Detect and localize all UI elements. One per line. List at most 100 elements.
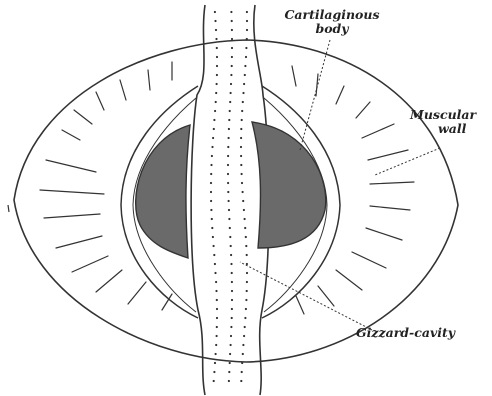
- tube-dot: [212, 236, 214, 238]
- tube-dot: [244, 74, 246, 76]
- tube-dot: [231, 290, 233, 292]
- leader-gizzard-cavity: [240, 262, 372, 330]
- tube-dot: [214, 11, 216, 13]
- tube-dot: [229, 236, 231, 238]
- tube-dot: [215, 353, 217, 355]
- tube-dot: [244, 317, 246, 319]
- tube-dot: [241, 110, 243, 112]
- tube-dot: [243, 83, 245, 85]
- tube-dot: [229, 101, 231, 103]
- stray-mark: [8, 205, 9, 212]
- tube-dot: [240, 380, 242, 382]
- tube-dot: [241, 182, 243, 184]
- tube-dot: [227, 173, 229, 175]
- tube-dot: [246, 29, 248, 31]
- tube-dot: [241, 119, 243, 121]
- tube-dot: [231, 317, 233, 319]
- tube-dot: [245, 47, 247, 49]
- tube-dot: [244, 218, 246, 220]
- tube-dot: [215, 38, 217, 40]
- tube-dot: [210, 164, 212, 166]
- tube-dot: [231, 29, 233, 31]
- tube-dot: [213, 371, 215, 373]
- tube-dot: [240, 146, 242, 148]
- tube-dot: [215, 101, 217, 103]
- tube-dot: [229, 353, 231, 355]
- tube-dot: [228, 371, 230, 373]
- central-tube-left: [191, 5, 205, 395]
- tube-dot: [228, 137, 230, 139]
- tube-dot: [231, 56, 233, 58]
- tube-dot: [241, 173, 243, 175]
- outer-muscular-wall-outline: [14, 40, 458, 362]
- tube-dot: [245, 56, 247, 58]
- tube-dot: [210, 191, 212, 193]
- tube-dot: [214, 263, 216, 265]
- tube-dot: [231, 38, 233, 40]
- tube-dot: [246, 38, 248, 40]
- tube-dot: [240, 155, 242, 157]
- tube-dot: [215, 290, 217, 292]
- tube-dot: [231, 47, 233, 49]
- cartilaginous-body-left: [136, 125, 190, 258]
- tube-dot: [214, 362, 216, 364]
- tube-dot: [230, 74, 232, 76]
- tube-dot: [231, 20, 233, 22]
- cartilaginous-body-right: [252, 122, 326, 248]
- tube-dot: [229, 362, 231, 364]
- tube-dot: [240, 164, 242, 166]
- tube-dot: [241, 371, 243, 373]
- tube-dot: [228, 128, 230, 130]
- tube-dot: [241, 362, 243, 364]
- label-muscular-wall: Muscular wall: [410, 108, 492, 136]
- tube-dot: [211, 227, 213, 229]
- tube-dot: [216, 74, 218, 76]
- tube-dot: [242, 200, 244, 202]
- tube-dot: [216, 308, 218, 310]
- tube-dot: [244, 65, 246, 67]
- tube-dot: [227, 164, 229, 166]
- tube-dot: [242, 191, 244, 193]
- tube-dot: [228, 200, 230, 202]
- tube-dot: [246, 272, 248, 274]
- tube-dot: [216, 299, 218, 301]
- tube-dot: [227, 191, 229, 193]
- tube-dot: [230, 83, 232, 85]
- tube-dot: [211, 155, 213, 157]
- tube-dot: [210, 182, 212, 184]
- tube-dot: [240, 137, 242, 139]
- tube-dot: [215, 29, 217, 31]
- tube-dot: [246, 281, 248, 283]
- label-cartilaginous-body: Cartilaginous body: [272, 8, 392, 36]
- tube-dot: [213, 254, 215, 256]
- tube-dot: [243, 335, 245, 337]
- tube-dot: [227, 146, 229, 148]
- tube-dot: [230, 11, 232, 13]
- tube-dot: [230, 335, 232, 337]
- tube-dot: [214, 110, 216, 112]
- tube-dot: [231, 272, 233, 274]
- tube-dot: [210, 209, 212, 211]
- label-muscular-line2: wall: [410, 122, 492, 136]
- tube-dot: [213, 119, 215, 121]
- tube-dot: [216, 47, 218, 49]
- tube-dot: [246, 20, 248, 22]
- tube-dot: [245, 236, 247, 238]
- tube-dot: [230, 344, 232, 346]
- tube-dot: [240, 128, 242, 130]
- tube-dot: [228, 218, 230, 220]
- tube-dot: [242, 101, 244, 103]
- tube-dot: [216, 326, 218, 328]
- tube-dot: [210, 173, 212, 175]
- tube-dot: [242, 344, 244, 346]
- tube-dot: [245, 308, 247, 310]
- tube-dot: [230, 254, 232, 256]
- tube-dot: [231, 65, 233, 67]
- tube-dot: [231, 299, 233, 301]
- tube-dot: [244, 227, 246, 229]
- tube-dot: [216, 83, 218, 85]
- tube-dot: [216, 335, 218, 337]
- tube-dot: [215, 281, 217, 283]
- tube-dot: [211, 146, 213, 148]
- tube-dot: [243, 209, 245, 211]
